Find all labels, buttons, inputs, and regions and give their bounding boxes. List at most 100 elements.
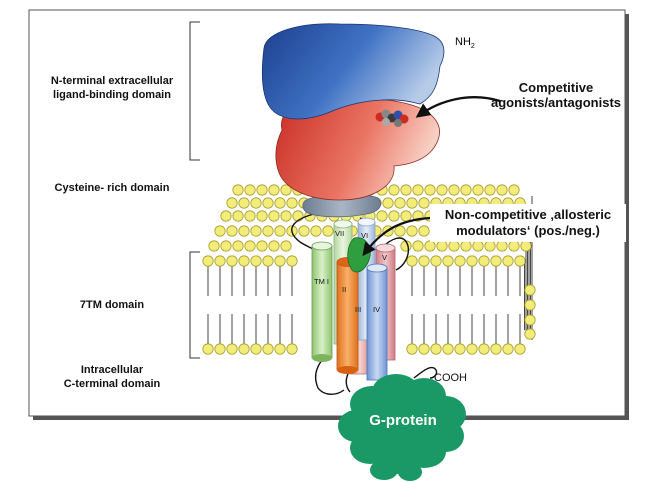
lipid-head (250, 197, 262, 209)
lipid-head (226, 225, 238, 237)
competitive-arrow (415, 96, 501, 118)
lipid-head (514, 255, 526, 267)
lipid-head (406, 255, 418, 267)
lipid-head (232, 210, 244, 222)
lipid-head (460, 184, 472, 196)
lipid-head (220, 210, 232, 222)
lipid-head (250, 343, 262, 355)
helix-2 (336, 257, 359, 374)
g-protein-label: G-protein (369, 412, 437, 429)
helix-label-5: V (382, 253, 387, 262)
tm-helices (311, 217, 396, 381)
lipid-head (454, 255, 466, 267)
lipid-head (472, 184, 484, 196)
lipid-head (424, 184, 436, 196)
lipid-head (268, 210, 280, 222)
lipid-head (244, 240, 256, 252)
lipid-head (244, 184, 256, 196)
lipid-head (292, 210, 304, 222)
lipid-head (238, 197, 250, 209)
lipid-head (406, 343, 418, 355)
lipid-head (484, 184, 496, 196)
lipid-head (524, 314, 536, 326)
nh2-label: NH2 (455, 36, 475, 50)
n-terminal-label-2: ligand-binding domain (53, 89, 171, 101)
lipid-head (400, 184, 412, 196)
lipid-head (466, 255, 478, 267)
lipid-head (508, 240, 520, 252)
intracellular-label-1: Intracellular (81, 364, 144, 376)
lipid-head (286, 343, 298, 355)
lipid-head (406, 225, 418, 237)
lipid-head (226, 343, 238, 355)
noncompetitive-label-1: Non-competitive ‚allosteric (445, 207, 611, 222)
seven-tm-label: 7TM domain (80, 299, 144, 311)
g-protein: G-protein (338, 374, 466, 481)
lipid-head (478, 255, 490, 267)
g-protein-blob (338, 410, 374, 442)
lipid-head (460, 240, 472, 252)
lipid-head (442, 255, 454, 267)
g-protein-blob (398, 463, 422, 481)
lipid-head (502, 255, 514, 267)
lipid-head (406, 197, 418, 209)
lipid-head (280, 240, 292, 252)
lipid-head (418, 255, 430, 267)
lipid-head (430, 255, 442, 267)
lipid-head (310, 225, 322, 237)
lipid-head (214, 255, 226, 267)
helix-label-2: II (342, 285, 346, 294)
lipid-head (466, 343, 478, 355)
lipid-head (226, 255, 238, 267)
lipid-head (508, 184, 520, 196)
lipid-head (484, 240, 496, 252)
helix-4 (366, 263, 388, 381)
lipid-head (490, 255, 502, 267)
lipid-head (220, 240, 232, 252)
upper-lobe (261, 23, 445, 120)
lipid-head (202, 255, 214, 267)
lipid-head (454, 343, 466, 355)
lipid-head (418, 197, 430, 209)
allosteric-arrow (362, 216, 431, 257)
lipid-head (448, 240, 460, 252)
lipid-head (238, 255, 250, 267)
lipid-head (250, 225, 262, 237)
cooh-label: COOH (434, 372, 467, 384)
lipid-head (496, 240, 508, 252)
lipid-head (418, 225, 430, 237)
n-terminal-label-1: N-terminal extracellular (51, 75, 174, 87)
noncompetitive-box (430, 204, 626, 242)
lipid-head (232, 184, 244, 196)
helix-label-tm1: TM I (314, 277, 329, 286)
lipid-head (322, 225, 334, 237)
lipid-head (214, 225, 226, 237)
lipid-head (520, 240, 532, 252)
lipid-head (256, 184, 268, 196)
g-protein-blob (370, 460, 398, 480)
lipid-head (256, 240, 268, 252)
lipid-head (524, 299, 536, 311)
lipid-head (524, 328, 536, 340)
lipid-head (274, 343, 286, 355)
lipid-head (238, 225, 250, 237)
lipid-head (424, 240, 436, 252)
lipid-head (226, 197, 238, 209)
lipid-head (436, 240, 448, 252)
helix-label-3: III (355, 305, 361, 314)
lipid-head (400, 210, 412, 222)
lipid-head (238, 343, 250, 355)
lipid-head (412, 240, 424, 252)
lipid-head (274, 197, 286, 209)
lipid-head (394, 197, 406, 209)
lipid-head (274, 255, 286, 267)
lipid-head (244, 210, 256, 222)
lipid-head (256, 210, 268, 222)
lipid-head (376, 210, 388, 222)
lipid-head (250, 255, 262, 267)
lipid-head (232, 240, 244, 252)
lipid-head (388, 184, 400, 196)
competitive-label-2: agonists/antagonists (491, 95, 621, 110)
domain-brackets (189, 21, 200, 359)
